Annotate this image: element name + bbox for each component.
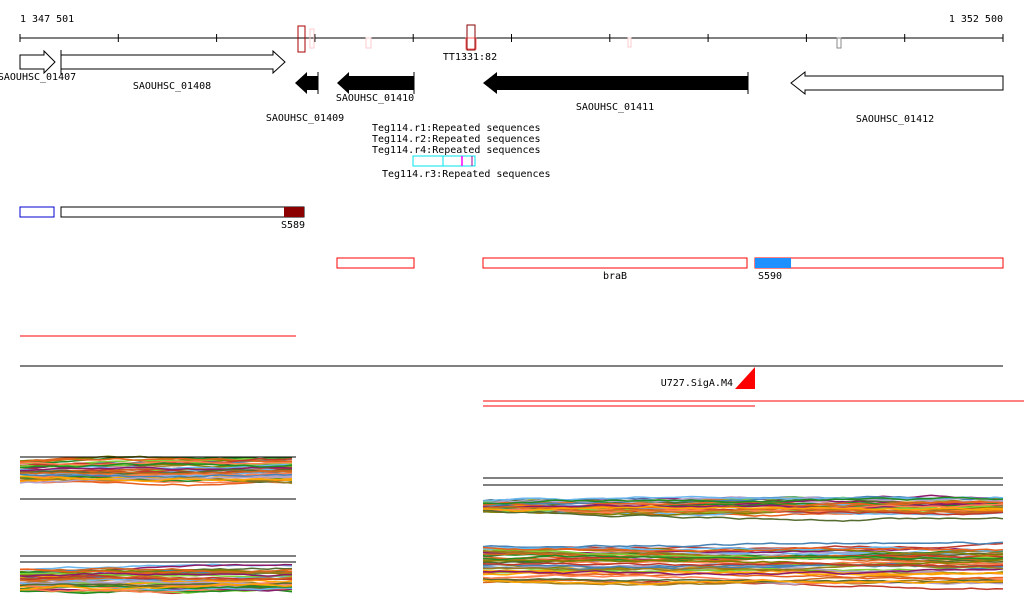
gene-label: SAOUHSC_01409 (266, 113, 344, 124)
expression-line (19, 475, 293, 483)
expression-line (482, 570, 1004, 577)
expression-line (482, 506, 1004, 514)
expression-line (483, 505, 1004, 512)
gene-saouhsc-01408[interactable] (60, 49, 286, 75)
promoter-triangle-icon[interactable] (735, 367, 755, 389)
expression-line (19, 579, 293, 587)
expression-line (482, 496, 1004, 505)
repeat-label: Teg114.r3:Repeated sequences (382, 169, 551, 180)
repeat-label: Teg114.r4:Repeated sequences (372, 145, 541, 156)
segment-brab[interactable] (482, 257, 748, 269)
gene-saouhsc-01409[interactable] (295, 72, 318, 94)
expression-line (482, 579, 1004, 586)
gene-saouhsc-01407[interactable] (19, 49, 56, 75)
gene-saouhsc-01411[interactable] (483, 72, 748, 94)
expression-line (482, 509, 1004, 522)
axis-ticks (19, 34, 1004, 42)
expression-line (19, 466, 293, 472)
expression-line (19, 475, 293, 484)
repeat-label: Teg114.r1:Repeated sequences (372, 123, 541, 134)
promoter-label: U727.SigA.M4 (661, 378, 733, 389)
expression-line (19, 460, 293, 466)
gene-label: SAOUHSC_01410 (336, 93, 414, 104)
terminator-marker[interactable] (627, 37, 632, 48)
expression-line (19, 462, 293, 469)
segment-label: S590 (758, 271, 782, 282)
terminator-label: TT1331:82 (443, 52, 497, 63)
terminator-marker[interactable] (309, 28, 315, 49)
terminator-marker[interactable] (466, 24, 476, 51)
segment-s589-fill (284, 207, 304, 217)
expression-line (19, 575, 293, 582)
terminator-marker[interactable] (297, 25, 306, 53)
expression-line (482, 570, 1004, 580)
segment-blue[interactable] (19, 206, 55, 218)
segment-s590-fill (755, 258, 791, 268)
terminator-marker[interactable] (465, 37, 477, 50)
segment-s590[interactable] (754, 257, 1004, 269)
gene-label: SAOUHSC_01412 (856, 114, 934, 125)
gene-saouhsc-01410[interactable] (337, 72, 414, 94)
axis-start-label: 1 347 501 (20, 14, 74, 25)
expression-line (20, 470, 292, 475)
segment-label: S589 (281, 220, 305, 231)
repeat-region[interactable] (442, 155, 476, 167)
expression-line (482, 568, 1004, 576)
expression-line (19, 569, 293, 576)
segment-red[interactable] (336, 257, 415, 269)
expression-line (482, 562, 1004, 568)
expression-line (19, 574, 293, 581)
gene-label: SAOUHSC_01407 (0, 72, 76, 83)
segment-s589[interactable] (60, 206, 305, 218)
expression-line (19, 583, 293, 591)
gene-label: SAOUHSC_01408 (133, 81, 211, 92)
gene-label: SAOUHSC_01411 (576, 102, 654, 113)
segment-label: braB (603, 271, 627, 282)
expression-line (483, 558, 1004, 567)
repeat-label: Teg114.r2:Repeated sequences (372, 134, 541, 145)
expression-line (482, 546, 1004, 552)
expression-profiles (19, 455, 1004, 595)
expression-line (19, 572, 293, 577)
expression-line (482, 554, 1004, 561)
expression-line (482, 541, 1004, 549)
gene-saouhsc-01412[interactable] (790, 70, 1004, 96)
repeat-region[interactable] (412, 155, 476, 167)
terminator-marker[interactable] (836, 37, 842, 49)
expression-line (19, 473, 293, 478)
axis-end-label: 1 352 500 (949, 14, 1003, 25)
terminator-marker[interactable] (365, 37, 372, 49)
expression-line (482, 503, 1004, 509)
